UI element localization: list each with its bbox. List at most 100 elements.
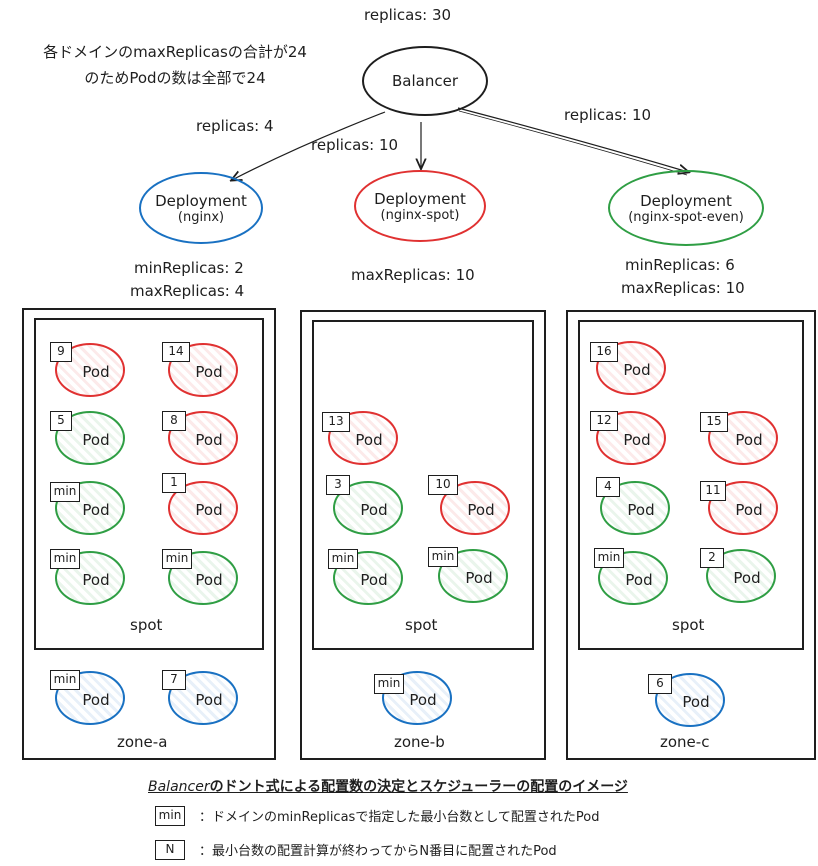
nginx-spot-max-replicas: maxReplicas: 10 — [351, 266, 475, 284]
deployment-title: Deployment — [374, 189, 466, 208]
pod-label: Pod — [355, 431, 383, 449]
edge-label-nginx-spot-even: replicas: 10 — [564, 106, 652, 124]
deployment-name: (nginx) — [177, 209, 225, 225]
legend-title-prefix: Balancer — [148, 779, 210, 795]
pod-label: Pod — [360, 501, 388, 519]
pod-label: Pod — [409, 691, 437, 709]
zone-b-box — [300, 310, 546, 760]
pod-badge: min — [428, 547, 458, 567]
pod-badge: 11 — [700, 481, 726, 501]
pod-label: Pod — [195, 363, 223, 381]
legend-title: Balancerのドント式による配置数の決定とスケジューラーの配置のイメージ — [148, 776, 628, 796]
zone-c-box — [566, 310, 816, 760]
pod: Pod — [382, 671, 452, 725]
pod-label: Pod — [625, 571, 653, 589]
zone-a-box — [22, 308, 276, 760]
zone-c-spot-label: spot — [672, 616, 705, 634]
pod-label: Pod — [82, 431, 110, 449]
pod-label: Pod — [82, 571, 110, 589]
nginx-min-replicas: minReplicas: 2 — [134, 259, 244, 277]
pod-badge: 14 — [162, 342, 190, 362]
pod-badge: min — [50, 482, 80, 502]
legend-min-badge: min — [155, 806, 185, 826]
pod-badge: min — [594, 548, 624, 568]
pod: Pod — [168, 551, 238, 605]
legend-title-rest: のドント式による配置数の決定とスケジューラーの配置のイメージ — [209, 779, 628, 795]
pod-badge: 5 — [50, 411, 72, 431]
pod-badge: 4 — [596, 477, 620, 497]
deployment-title: Deployment — [640, 191, 732, 210]
pod-label: Pod — [195, 501, 223, 519]
edge-label-nginx-spot: replicas: 10 — [311, 136, 399, 154]
pod-label: Pod — [195, 571, 223, 589]
total-note: 各ドメインのmaxReplicasの合計が24 のためPodの数は全部で24 — [0, 39, 350, 91]
pod-label: Pod — [733, 569, 761, 587]
deployment-nginx-spot-even: Deployment (nginx-spot-even) — [608, 170, 764, 246]
pod: Pod — [600, 481, 670, 535]
pod-badge: min — [162, 549, 192, 569]
arrow-to-nginx-spot-even — [457, 107, 688, 172]
pod-badge: 9 — [50, 342, 72, 362]
pod-badge: 7 — [162, 670, 186, 690]
pod-badge: 6 — [648, 674, 672, 694]
deployment-title: Deployment — [155, 191, 247, 210]
zone-a-spot-label: spot — [130, 616, 163, 634]
pod-label: Pod — [467, 501, 495, 519]
pod-label: Pod — [623, 361, 651, 379]
pod-label: Pod — [82, 691, 110, 709]
pod-badge: 10 — [428, 475, 458, 495]
balancer-label: Balancer — [392, 72, 458, 90]
pod-label: Pod — [82, 363, 110, 381]
pod-badge: min — [328, 549, 358, 569]
zone-c-spot-box — [578, 320, 804, 650]
pod: Pod — [598, 551, 668, 605]
zone-b-spot-label: spot — [405, 616, 438, 634]
pod-badge: min — [50, 549, 80, 569]
pod-label: Pod — [627, 501, 655, 519]
pod-label: Pod — [82, 501, 110, 519]
zone-b-label: zone-b — [394, 733, 445, 751]
pod-badge: min — [374, 674, 404, 694]
pod-badge: 16 — [590, 342, 618, 362]
arrow-to-nginx — [232, 111, 386, 180]
pod: Pod — [655, 673, 725, 727]
nginx-spot-even-min-replicas: minReplicas: 6 — [625, 256, 735, 274]
edge-label-nginx: replicas: 4 — [196, 117, 274, 135]
pod-label: Pod — [195, 691, 223, 709]
pod-label: Pod — [623, 431, 651, 449]
deployment-nginx-spot: Deployment (nginx-spot) — [354, 170, 486, 242]
pod-badge: 3 — [326, 475, 350, 495]
deployment-name: (nginx-spot-even) — [628, 209, 744, 225]
nginx-spot-even-max-replicas: maxReplicas: 10 — [621, 279, 745, 297]
legend-n-text: ：最小台数の配置計算が終わってからN番目に配置されたPod — [199, 844, 557, 859]
zone-c-label: zone-c — [660, 733, 710, 751]
pod: Pod — [706, 549, 776, 603]
legend-n-badge: N — [155, 840, 185, 860]
pod: Pod — [55, 343, 125, 397]
pod-badge: 2 — [700, 548, 724, 568]
pod-badge: 13 — [322, 412, 350, 432]
nginx-max-replicas: maxReplicas: 4 — [130, 282, 245, 300]
pod-label: Pod — [682, 693, 710, 711]
zone-a-spot-box — [34, 318, 264, 650]
zone-a-label: zone-a — [117, 733, 168, 751]
zone-b-spot-box — [312, 320, 534, 650]
balancer-node: Balancer — [362, 46, 488, 116]
pod-badge: min — [50, 670, 80, 690]
legend-min-text: ：ドメインのminReplicasで指定した最小台数として配置されたPod — [199, 810, 600, 825]
pod-badge: 12 — [590, 411, 618, 431]
pod-badge: 15 — [700, 412, 728, 432]
pod: Pod — [596, 411, 666, 465]
replicas-total-label: replicas: 30 — [364, 6, 452, 24]
total-note-line1: 各ドメインのmaxReplicasの合計が24 — [43, 43, 307, 61]
pod-label: Pod — [360, 571, 388, 589]
pod-label: Pod — [465, 569, 493, 587]
pod-label: Pod — [735, 501, 763, 519]
deployment-nginx: Deployment (nginx) — [139, 172, 263, 244]
pod-badge: 1 — [162, 473, 186, 493]
pod-label: Pod — [195, 431, 223, 449]
deployment-name: (nginx-spot) — [380, 207, 460, 223]
pod-label: Pod — [735, 431, 763, 449]
pod-badge: 8 — [162, 411, 186, 431]
